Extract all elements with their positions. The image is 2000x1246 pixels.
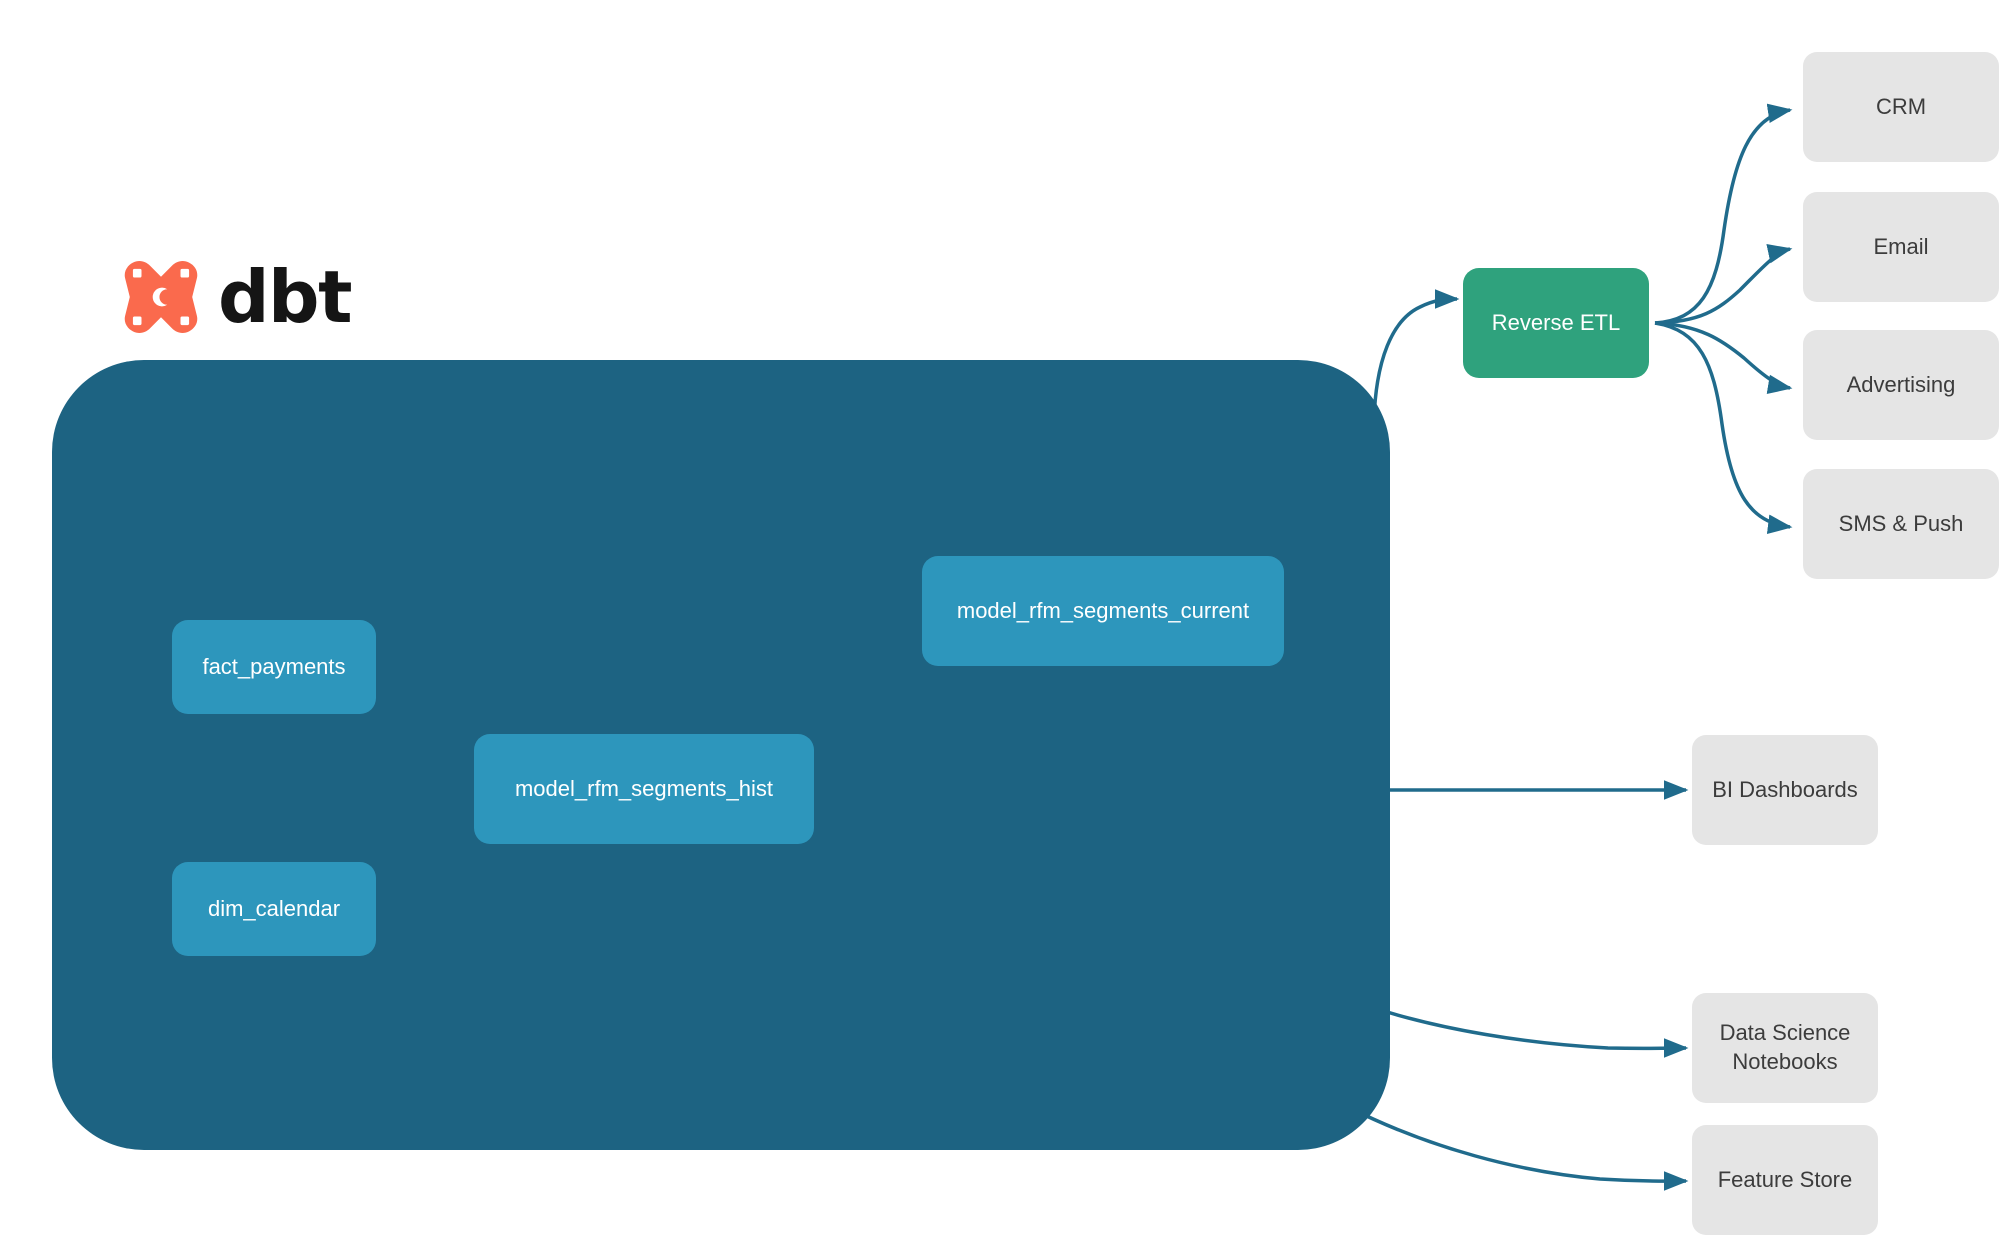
node-label: CRM [1875, 93, 1927, 119]
node-model-rfm-segments-current[interactable]: model_rfm_segments_current [922, 556, 1284, 666]
node-label: Reverse ETL [1491, 310, 1621, 335]
dbt-wordmark: dbt [218, 255, 353, 339]
node-label: dim_calendar [207, 896, 341, 921]
node-fact-payments[interactable]: fact_payments [172, 620, 376, 714]
node-label: model_rfm_segments_current [956, 598, 1250, 623]
edge-hist-to-data-science [1367, 1004, 1689, 1058]
node-email[interactable]: Email [1803, 192, 1999, 302]
node-label: Advertising [1846, 371, 1956, 397]
edge-reverse-etl-to-email [1654, 244, 1793, 325]
node-label: BI Dashboards [1712, 776, 1858, 802]
edge-reverse-etl-to-crm [1654, 103, 1793, 325]
node-feature-store[interactable]: Feature Store [1692, 1125, 1878, 1235]
node-reverse-etl[interactable]: Reverse ETL [1463, 268, 1649, 378]
node-label: Email [1873, 233, 1929, 259]
node-data-science-notebooks[interactable]: Data Science Notebooks [1692, 993, 1878, 1103]
node-bi-dashboards[interactable]: BI Dashboards [1692, 735, 1878, 845]
edge-hist-to-feature-store [1349, 1106, 1689, 1191]
edge-reverse-etl-to-advertising [1654, 321, 1793, 395]
node-label: fact_payments [202, 654, 346, 679]
edge-current-to-reverse-etl [1372, 289, 1460, 421]
node-label: Feature Store [1717, 1166, 1853, 1192]
node-advertising[interactable]: Advertising [1803, 330, 1999, 440]
node-sms-and-push[interactable]: SMS & Push [1803, 469, 1999, 579]
edge-reverse-etl-to-sms-push [1654, 321, 1793, 534]
node-label: SMS & Push [1838, 510, 1964, 536]
dbt-brand-lockup: dbt [122, 255, 353, 339]
node-crm[interactable]: CRM [1803, 52, 1999, 162]
node-label: Data Science Notebooks [1719, 1020, 1851, 1074]
node-label: model_rfm_segments_hist [514, 776, 773, 801]
dbt-logo-icon [124, 261, 198, 333]
node-dim-calendar[interactable]: dim_calendar [172, 862, 376, 956]
node-model-rfm-segments-hist[interactable]: model_rfm_segments_hist [474, 734, 814, 844]
